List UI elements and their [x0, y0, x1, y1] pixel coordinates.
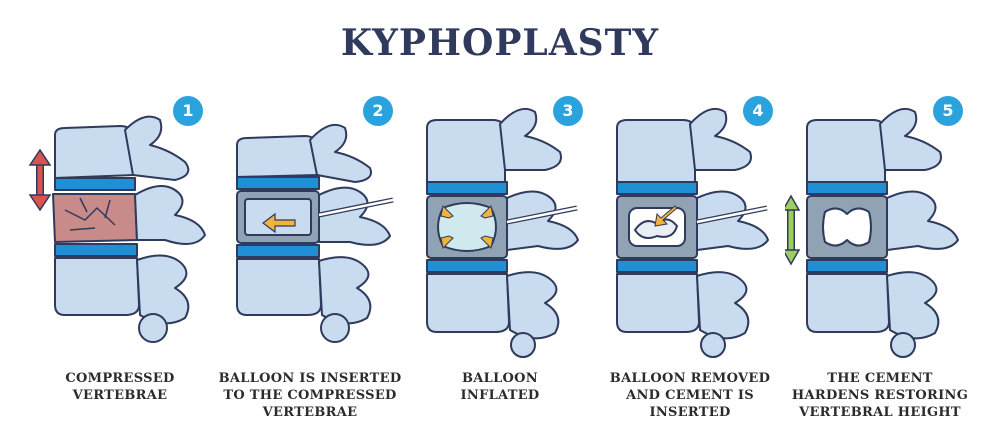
page-title: KYPHOPLASTY [340, 22, 660, 64]
balloon-insertion-illustration [236, 124, 394, 343]
step-5-panel: 5 THE CEMENT HARDENS RESTORING VERTEBRAL… [785, 90, 975, 440]
cement-arrow-icon [654, 205, 678, 227]
step-1-panel: 1 COMPRESSED VERTEBRAE [25, 90, 215, 440]
step-number-badge: 4 [743, 96, 773, 126]
step-2-panel: 2 BALLOON IS INSERTED TO THE COMPRESSED … [215, 90, 405, 440]
step-5-caption: THE CEMENT HARDENS RESTORING VERTEBRAL H… [791, 371, 969, 420]
cement-insertion-illustration [616, 108, 769, 358]
restored-height-illustration [785, 108, 959, 358]
step-4-caption: BALLOON REMOVED AND CEMENT IS INSERTED [609, 371, 771, 420]
vertebrae-compressed-illustration [28, 115, 206, 343]
step-3-caption: BALLOON INFLATED [460, 371, 540, 403]
step-3-panel: 3 BALLOON INFLATED [405, 90, 595, 440]
step-1-caption: COMPRESSED VERTEBRAE [65, 371, 175, 403]
step-number-badge: 1 [173, 96, 203, 126]
step-4-panel: 4 BALLOON REMOVED AND CEMENT IS INSERTED [595, 90, 785, 440]
step-number-badge: 3 [553, 96, 583, 126]
compression-arrow-icon [28, 148, 52, 212]
balloon-inflated-illustration [426, 108, 579, 358]
expansion-arrows-icon [440, 204, 494, 250]
step-number-badge: 2 [363, 96, 393, 126]
height-restored-arrow-icon [785, 194, 801, 266]
balloon-insert-arrow-icon [262, 212, 296, 234]
step-2-caption: BALLOON IS INSERTED TO THE COMPRESSED VE… [218, 371, 402, 420]
step-number-badge: 5 [933, 96, 963, 126]
